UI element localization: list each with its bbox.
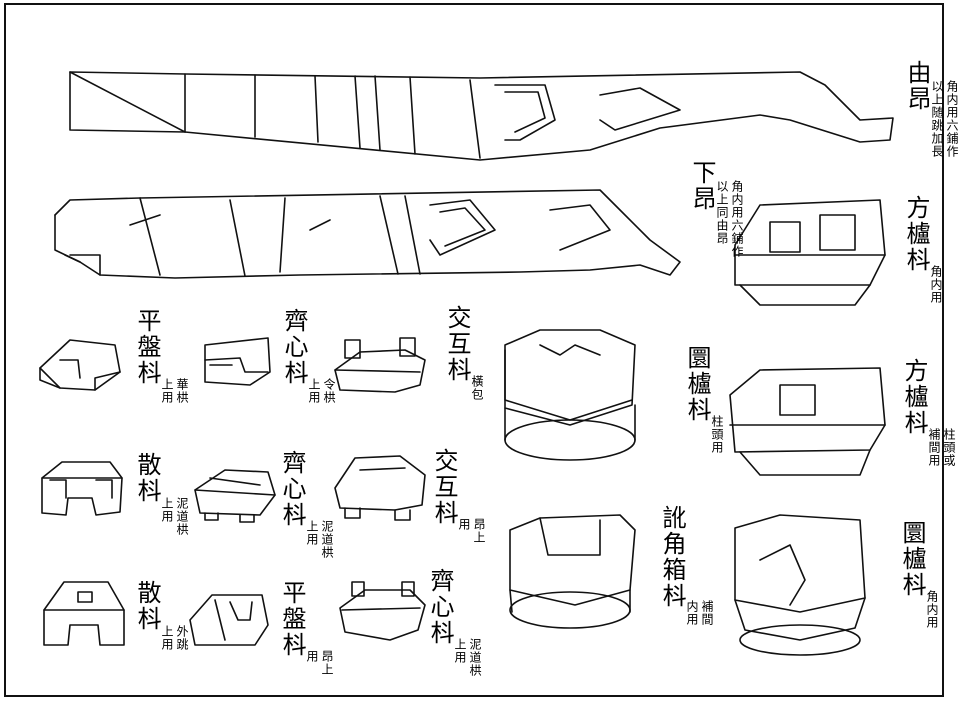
label-ejiao-xiangdou-note-1: 補間 xyxy=(700,600,714,626)
jiaohu-mid-drawing xyxy=(189,594,269,646)
label-fang-ludou-corner-title: 方櫨枓 xyxy=(902,195,930,273)
label-fang-ludou-column-note-2: 補間用 xyxy=(927,428,941,467)
pingpan-angshang-drawing xyxy=(339,581,426,641)
label-san-nidao: 散枓 泥道栱 上用 xyxy=(133,452,189,536)
label-pingpan-huagong-note-2: 上用 xyxy=(160,378,174,404)
label-xia-ang: 下昂 角内用六鋪作 以上同由昂 xyxy=(688,160,744,258)
label-you-ang-note-2: 以上随跳加長 xyxy=(930,80,944,158)
label-san-waitiao: 散枓 外跳 上用 xyxy=(133,580,189,651)
label-fang-ludou-corner-note: 角内用 xyxy=(929,265,943,304)
san-waitiao-drawing xyxy=(43,581,125,646)
label-pingpan-huagong: 平盤枓 華栱 上用 xyxy=(133,308,189,404)
label-qixin-nidao-right-title: 齊心枓 xyxy=(426,568,454,646)
label-yuan-ludou-corner-note: 角内用 xyxy=(925,590,939,629)
label-qixin-linggong-note-2: 上用 xyxy=(307,378,321,404)
label-jiaohu-hengbao: 交互枓 橫包 xyxy=(443,305,484,401)
label-qixin-nidao-right: 齊心枓 泥道栱 上用 xyxy=(426,568,482,677)
yuan-ludou-column-drawing xyxy=(729,367,886,476)
label-ejiao-xiangdou-note-2: 内用 xyxy=(685,600,699,626)
you-ang-beam-drawing xyxy=(69,71,894,161)
label-yuan-ludou-corner: 圜櫨枓 角内用 xyxy=(898,520,939,629)
pingpan-mid-drawing xyxy=(204,337,271,386)
jiaohu-drawing-mid xyxy=(334,455,426,521)
label-san-waitiao-title: 散枓 xyxy=(133,580,161,632)
qixin-linggong-drawing xyxy=(334,337,426,393)
label-xia-ang-note-2: 以上同由昂 xyxy=(715,180,729,245)
label-fang-ludou-column: 方櫨枓 柱頭或 補間用 xyxy=(900,358,956,467)
label-fang-ludou-column-note-1: 柱頭或 xyxy=(942,428,956,467)
label-san-nidao-note-1: 泥道栱 xyxy=(175,497,189,536)
label-xia-ang-title: 下昂 xyxy=(688,160,716,212)
label-qixin-nidao-mid: 齊心枓 泥道栱 上用 xyxy=(278,450,334,559)
label-pingpan-angshang-note-1: 昂上 xyxy=(320,650,334,676)
label-pingpan-angshang-title: 平盤枓 xyxy=(278,580,306,658)
yuan-ludou-corner-drawing xyxy=(734,514,866,656)
label-san-nidao-title: 散枓 xyxy=(133,452,161,504)
label-qixin-linggong-note-1: 令栱 xyxy=(322,378,336,404)
label-yuan-ludou-column-title: 圜櫨枓 xyxy=(683,345,711,423)
label-you-ang: 由昂 角内用六鋪作 以上随跳加長 xyxy=(903,60,959,158)
label-qixin-nidao-right-note-2: 上用 xyxy=(453,638,467,664)
label-qixin-nidao-mid-title: 齊心枓 xyxy=(278,450,306,528)
jiaohu-hengbao-drawing xyxy=(504,329,636,461)
label-jiaohu-hengbao-title: 交互枓 xyxy=(443,305,471,383)
label-jiaohu-angshang-note-1: 昂上 xyxy=(472,518,486,544)
fang-ludou-corner-drawing xyxy=(734,199,886,306)
label-qixin-nidao-mid-note-2: 上用 xyxy=(305,520,319,546)
label-pingpan-huagong-note-1: 華栱 xyxy=(175,378,189,404)
label-qixin-linggong-title: 齊心枓 xyxy=(280,308,308,386)
xia-ang-beam-drawing xyxy=(54,189,681,279)
label-pingpan-angshang-note-2: 用 xyxy=(305,650,319,663)
label-you-ang-note-1: 角内用六鋪作 xyxy=(945,80,959,158)
label-yuan-ludou-column: 圜櫨枓 柱頭用 xyxy=(683,345,724,454)
label-jiaohu-angshang: 交互枓 昂上 用 xyxy=(430,448,486,544)
label-san-waitiao-note-1: 外跳 xyxy=(175,625,189,651)
qixin-mid-drawing xyxy=(194,469,276,523)
label-jiaohu-angshang-title: 交互枓 xyxy=(430,448,458,526)
label-ejiao-xiangdou: 訛角箱枓 補間 内用 xyxy=(658,505,714,626)
label-you-ang-title: 由昂 xyxy=(903,60,931,112)
label-qixin-linggong: 齊心枓 令栱 上用 xyxy=(280,308,336,404)
label-yuan-ludou-column-note: 柱頭用 xyxy=(710,415,724,454)
label-ejiao-xiangdou-title: 訛角箱枓 xyxy=(658,505,686,609)
label-fang-ludou-column-title: 方櫨枓 xyxy=(900,358,928,436)
pingpan-huagong-drawing xyxy=(39,339,121,391)
jiaohu-angshang-drawing xyxy=(509,514,636,629)
label-qixin-nidao-right-note-1: 泥道栱 xyxy=(468,638,482,677)
label-yuan-ludou-corner-title: 圜櫨枓 xyxy=(898,520,926,598)
label-san-waitiao-note-2: 上用 xyxy=(160,625,174,651)
plate-border xyxy=(4,3,944,697)
label-pingpan-angshang: 平盤枓 昂上 用 xyxy=(278,580,334,676)
label-jiaohu-hengbao-note: 橫包 xyxy=(470,375,484,401)
label-xia-ang-note-1: 角内用六鋪作 xyxy=(730,180,744,258)
label-fang-ludou-corner: 方櫨枓 角内用 xyxy=(902,195,943,304)
label-qixin-nidao-mid-note-1: 泥道栱 xyxy=(320,520,334,559)
san-nidao-drawing xyxy=(41,461,123,516)
label-san-nidao-note-2: 上用 xyxy=(160,497,174,523)
label-pingpan-huagong-title: 平盤枓 xyxy=(133,308,161,386)
label-jiaohu-angshang-note-2: 用 xyxy=(457,518,471,531)
